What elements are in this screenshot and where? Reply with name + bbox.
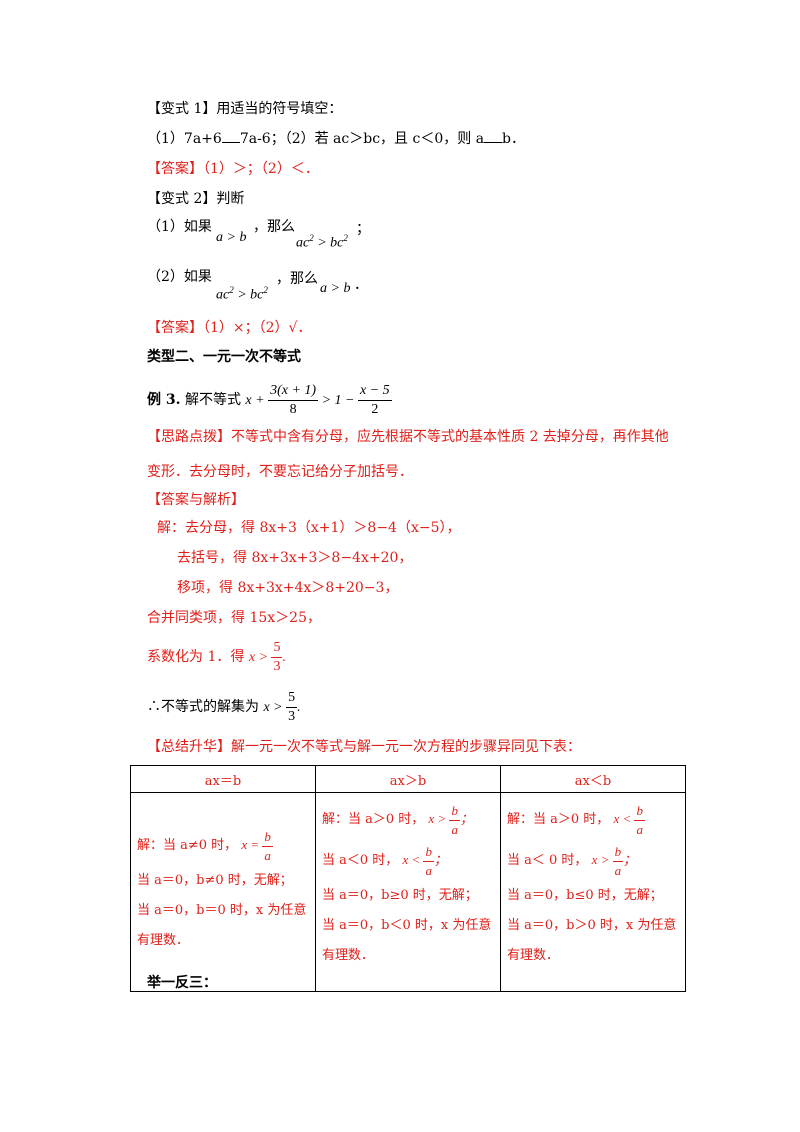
math-a-gt-b-2: a > b [320,281,351,296]
summary-text: 【总结升华】解一元一次不等式与解一元一次方程的步骤异同见下表： [147,739,581,755]
variant2-q1-mid: ，那么 [253,219,295,235]
solution-step2: 去括号，得 8x+3x+3＞8−4x+20， [177,550,413,566]
cell-lt-line3: 当 a＝0，b≤0 时，无解； [507,888,663,903]
hint-line1: 【思路点拨】不等式中含有分母，应先根据不等式的基本性质 2 去掉分母，再作其他 [147,429,669,445]
cell-eq-line1-text: 解：当 a≠0 时， [137,838,238,853]
table-header-eq: ax＝b [130,765,316,793]
variant1-q-part3: b． [502,131,526,147]
example-text: 解不等式 [184,392,241,408]
math-a-gt-b: a > b [216,230,247,245]
solution-step6-text: ∴不等式的解集为 [147,699,259,715]
variant2-answer: 【答案】（1）×；（2）√． [147,320,312,336]
blank-1 [221,130,240,143]
variant2-q2-prefix: （2）如果 [147,269,212,285]
solution-title: 【答案与解析】 [147,492,245,508]
cell-gt-line4: 当 a＝0，b＜0 时，x 为任意 [322,918,492,933]
variant2-q1-prefix: （1）如果 [147,219,212,235]
table-header-lt: ax＜b [500,765,686,793]
cell-eq-line2: 当 a＝0，b≠0 时，无解； [137,873,293,888]
variant2-q2-mid: ，那么 [276,271,318,287]
cell-eq-line4: 有理数． [137,933,190,948]
variant2-title: 【变式 2】判断 [147,191,245,207]
fraction-3x1-8: 3(x + 1)8 [268,383,319,418]
cell-lt-line4: 当 a＝0，b＞0 时，x 为任意 [507,918,677,933]
solution-step3: 移项，得 8x+3x+4x＞8+20−3， [177,580,399,596]
math-ac2-gt-bc2: ac2 > bc2 [296,233,348,251]
section-heading: 类型二、一元一次不等式 [147,349,301,365]
solution-step4: 合并同类项，得 15x＞25， [147,610,321,626]
variant2-q2-end: ． [354,277,368,293]
variant1-answer: 【答案】（1）＞；（2）＜． [147,161,319,177]
variant1-title: 【变式 1】用适当的符号填空： [147,101,343,117]
solution-step1: 解：去分母，得 8x+3（x+1）＞8−4（x−5）， [157,520,461,536]
cell-lt-line1-text: 解：当 a＞0 时， [507,812,610,827]
cell-eq-line3: 当 a＝0，b＝0 时，x 为任意 [137,903,307,918]
variant2-q1-end: ； [356,221,370,237]
solution-step5-text: 系数化为 1．得 [147,649,245,665]
cell-gt-line3: 当 a＝0，b≥0 时，无解； [322,888,478,903]
math-ac2-gt-bc2-2: ac2 > bc2 [216,285,268,303]
cell-gt-line5: 有理数． [322,948,375,963]
variant1-q-part1: （1）7a+6 [147,131,222,147]
cell-gt-line1-text: 解：当 a＞0 时， [322,812,425,827]
variant1-q-part2: 7a-6；（2）若 ac＞bc，且 c＜0，则 a [239,131,485,147]
cell-lt-line2-text: 当 a＜ 0 时， [507,853,588,868]
hint-line2: 变形．去分母时，不要忘记给分子加括号． [147,464,413,480]
example-label: 例 3. [147,392,181,408]
variant1-question: （1）7a+6 7a-6；（2）若 ac＞bc，且 c＜0，则 a b． [147,129,525,149]
table-header-gt: ax＞b [315,765,501,793]
cell-lt-line5: 有理数． [507,948,560,963]
blank-2 [484,130,503,143]
practice-heading: 举一反三： [147,975,217,991]
cell-gt-line2-text: 当 a＜0 时， [322,853,399,868]
